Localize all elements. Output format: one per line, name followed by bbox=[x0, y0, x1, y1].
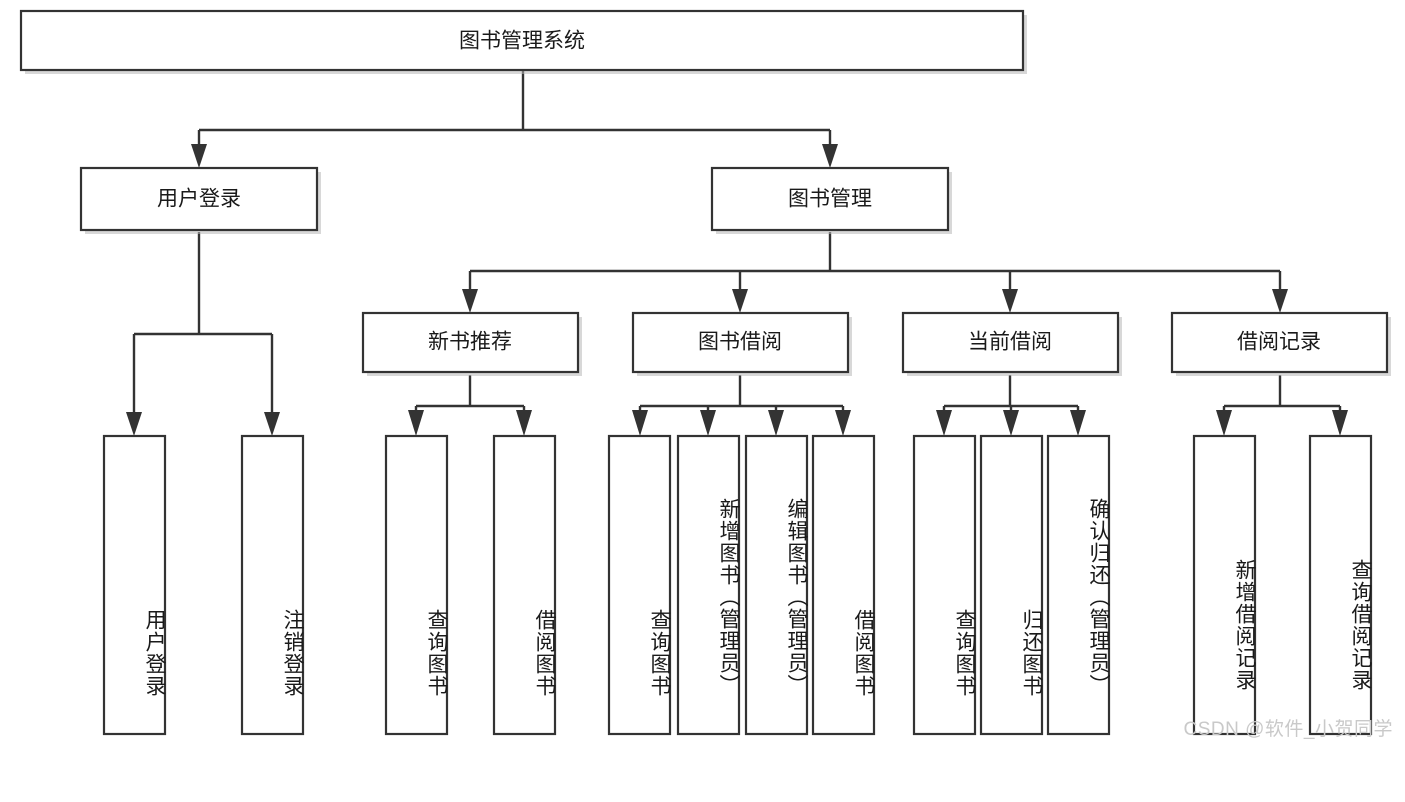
arrowhead-leaf-logout-login bbox=[264, 412, 280, 436]
arrowhead-leaf-query-record bbox=[1332, 410, 1348, 436]
arrowhead-leaf-add-record bbox=[1216, 410, 1232, 436]
csdn-watermark: CSDN @软件_小贺同学 bbox=[1183, 719, 1393, 740]
arrowhead-leaf-query-book-2 bbox=[632, 410, 648, 436]
node-new-book-recommend[interactable] bbox=[361, 311, 580, 374]
borrow-record-label: 借阅记录 bbox=[1237, 331, 1321, 354]
arrowhead-leaf-add-book bbox=[700, 410, 716, 436]
node-leaf-borrow-book-1[interactable] bbox=[492, 434, 557, 736]
node-user-login[interactable] bbox=[79, 166, 319, 232]
arrowhead-leaf-query-book-3 bbox=[936, 410, 952, 436]
arrowhead-user-login bbox=[191, 144, 207, 168]
current-borrow-label: 当前借阅 bbox=[968, 331, 1052, 354]
new-book-recommend-label: 新书推荐 bbox=[428, 331, 512, 354]
node-leaf-return-book[interactable] bbox=[979, 434, 1044, 736]
flowchart-diagram: 图书管理系统 用户登录 图书管理 新书推荐 图书借阅 当前借阅 借阅记录 bbox=[19, 9, 1393, 740]
arrowhead-leaf-confirm-return bbox=[1070, 410, 1086, 436]
connector-layer bbox=[126, 71, 1348, 436]
node-leaf-add-book[interactable] bbox=[676, 434, 741, 736]
arrowhead-book-manage bbox=[822, 144, 838, 168]
node-root-book-system[interactable] bbox=[19, 9, 1025, 72]
flowchart-canvas: 图书管理系统 用户登录 图书管理 新书推荐 图书借阅 当前借阅 借阅记录 bbox=[19, 9, 1391, 736]
node-layer: 图书管理系统 用户登录 图书管理 新书推荐 图书借阅 当前借阅 借阅记录 bbox=[19, 9, 1391, 736]
arrowhead-current-borrow bbox=[1002, 289, 1018, 313]
node-leaf-query-book-1[interactable] bbox=[384, 434, 449, 736]
node-leaf-logout-login[interactable] bbox=[240, 434, 305, 736]
node-book-borrow[interactable] bbox=[631, 311, 850, 374]
arrowhead-borrow-record bbox=[1272, 289, 1288, 313]
book-borrow-label: 图书借阅 bbox=[698, 331, 782, 354]
node-book-manage[interactable] bbox=[710, 166, 950, 232]
arrowhead-new-book-recommend bbox=[462, 289, 478, 313]
node-leaf-user-login[interactable] bbox=[102, 434, 167, 736]
node-leaf-query-book-2[interactable] bbox=[607, 434, 672, 736]
arrowhead-leaf-edit-book bbox=[768, 410, 784, 436]
arrowhead-leaf-user-login bbox=[126, 412, 142, 436]
node-leaf-query-book-3[interactable] bbox=[912, 434, 977, 736]
root-node-label: 图书管理系统 bbox=[459, 30, 585, 53]
arrowhead-leaf-return-book bbox=[1003, 410, 1019, 436]
arrowhead-book-borrow bbox=[732, 289, 748, 313]
arrowhead-leaf-query-book-1 bbox=[408, 410, 424, 436]
user-login-label: 用户登录 bbox=[157, 188, 241, 211]
node-leaf-borrow-book-2[interactable] bbox=[811, 434, 876, 736]
arrowhead-leaf-borrow-book-1 bbox=[516, 410, 532, 436]
node-leaf-query-record[interactable] bbox=[1308, 434, 1373, 736]
node-borrow-record[interactable] bbox=[1170, 311, 1389, 374]
node-leaf-confirm-return[interactable] bbox=[1046, 434, 1111, 736]
node-current-borrow[interactable] bbox=[901, 311, 1120, 374]
node-leaf-edit-book[interactable] bbox=[744, 434, 809, 736]
book-manage-label: 图书管理 bbox=[788, 188, 872, 211]
node-leaf-add-record[interactable] bbox=[1192, 434, 1257, 736]
arrowhead-leaf-borrow-book-2 bbox=[835, 410, 851, 436]
